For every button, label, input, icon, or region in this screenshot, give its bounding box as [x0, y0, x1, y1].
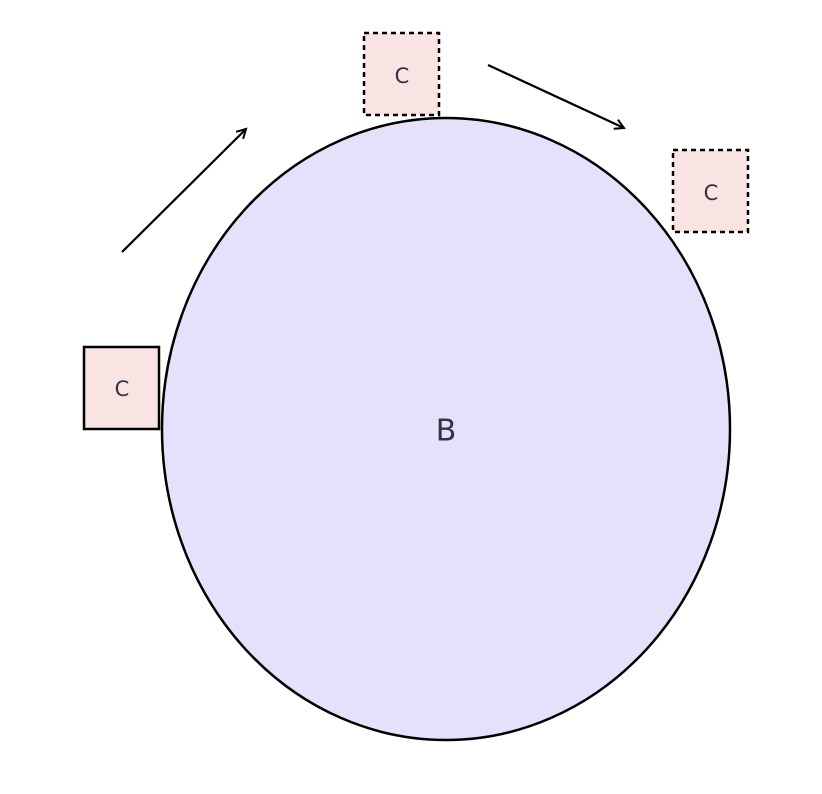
box-c-right: C [671, 148, 750, 234]
arrow-down-right [487, 64, 624, 128]
box-c-current-label: C [115, 377, 130, 401]
body-circle-shape [160, 116, 732, 742]
arrow-up-right [121, 129, 246, 253]
box-c-top-shape [362, 31, 441, 117]
box-c-current: C [82, 345, 161, 431]
body-circle-label: B [436, 414, 457, 449]
body-circle: B [160, 116, 732, 742]
box-c-top-label: C [395, 64, 410, 88]
box-c-top: C [362, 31, 441, 117]
box-c-right-label: C [704, 181, 719, 205]
box-c-right-shape [671, 148, 750, 234]
box-c-current-shape [82, 345, 161, 431]
